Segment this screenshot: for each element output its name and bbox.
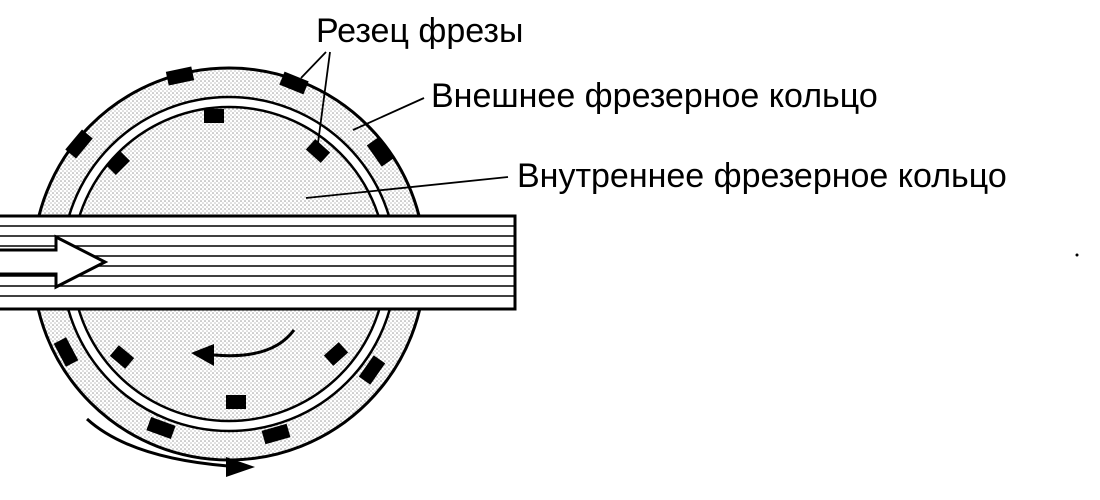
outer-cutter bbox=[279, 71, 309, 95]
inner-cutter bbox=[105, 150, 131, 176]
outer-cutter bbox=[261, 423, 291, 445]
speck bbox=[1075, 253, 1079, 257]
inner-cutter bbox=[226, 395, 246, 409]
outer-ring-cutters bbox=[53, 66, 394, 445]
outer-cutter bbox=[165, 66, 195, 86]
inner-ring-cutters bbox=[105, 109, 349, 409]
outer-cutter bbox=[146, 416, 176, 440]
cutter-label: Резец фрезы bbox=[316, 12, 523, 50]
leader-lines bbox=[300, 51, 509, 199]
inner-cutter bbox=[323, 342, 349, 366]
outer-cutter bbox=[366, 137, 394, 167]
outer-cutter bbox=[65, 129, 93, 159]
inner-cutter bbox=[305, 139, 331, 163]
inner-ring-label: Внутреннее фрезерное кольцо bbox=[517, 157, 1007, 195]
outer-rotation-arrow-icon bbox=[85, 417, 255, 477]
outer-cutter bbox=[53, 337, 79, 367]
outer-ring-label: Внешнее фрезерное кольцо bbox=[431, 77, 878, 115]
feed-arrow-icon bbox=[0, 234, 109, 290]
outer-cutter bbox=[358, 355, 386, 385]
inner-cutter bbox=[109, 345, 135, 369]
inner-rotation-arrow-icon bbox=[191, 329, 296, 366]
inner-cutter bbox=[204, 109, 224, 123]
